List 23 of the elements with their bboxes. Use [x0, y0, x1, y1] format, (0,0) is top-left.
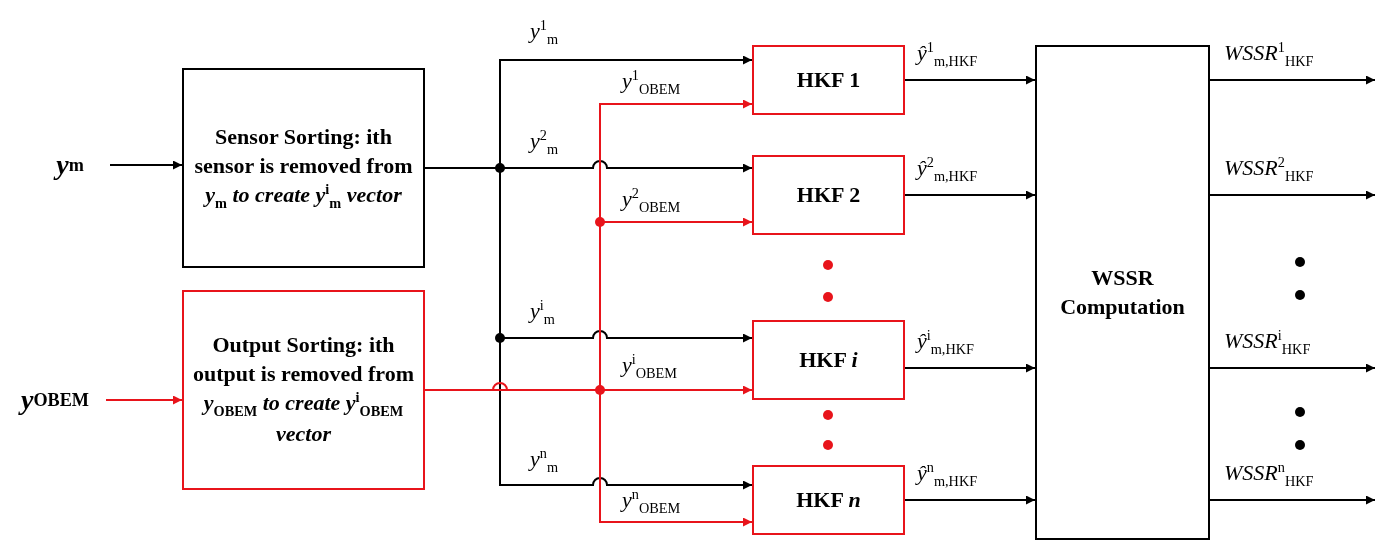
arrow	[1209, 363, 1376, 373]
box-label: Sensor Sorting: ith sensor is removed from y$_{m}$ to create y$^{i}$$_{m}$ vector	[193, 123, 414, 213]
arrow	[109, 160, 183, 170]
box-label: HKF 1	[796, 65, 861, 94]
box-label: HKF n	[796, 485, 861, 514]
box-label: WSSR Computation	[1059, 263, 1186, 321]
box-label: HKF i	[799, 345, 858, 374]
process-box	[752, 155, 905, 235]
arrow	[904, 495, 1036, 505]
process-box	[752, 320, 905, 400]
process-box	[182, 290, 425, 490]
process-box	[182, 68, 425, 268]
arrow	[1209, 495, 1376, 505]
box-label: HKF 2	[796, 180, 861, 209]
process-box	[752, 45, 905, 115]
process-box	[1035, 45, 1210, 540]
arrow	[904, 75, 1036, 85]
arrow	[904, 190, 1036, 200]
arrow	[1209, 190, 1376, 200]
arrow	[904, 363, 1036, 373]
arrow	[105, 395, 183, 405]
arrow	[1209, 75, 1376, 85]
process-box	[752, 465, 905, 535]
